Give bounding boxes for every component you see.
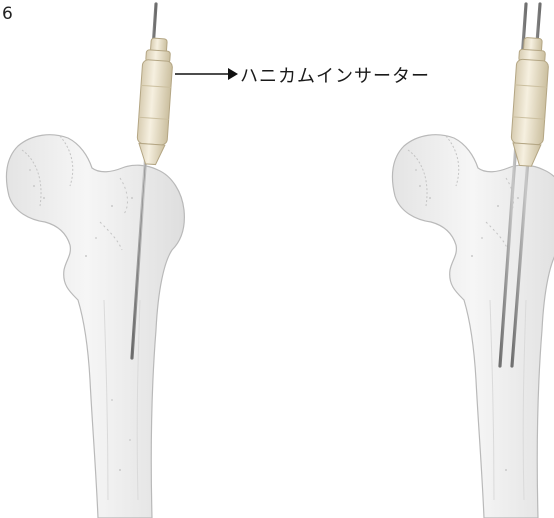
honeycomb-inserter-right	[509, 37, 550, 167]
honeycomb-inserter	[136, 37, 175, 165]
femur-right-shape	[392, 135, 554, 518]
femur-left	[6, 135, 184, 518]
femur-left-shape	[6, 135, 184, 518]
honeycomb-inserter-label: ハニカムインサーター	[240, 62, 430, 88]
callout-arrow	[175, 68, 238, 80]
femur-right	[392, 135, 554, 518]
